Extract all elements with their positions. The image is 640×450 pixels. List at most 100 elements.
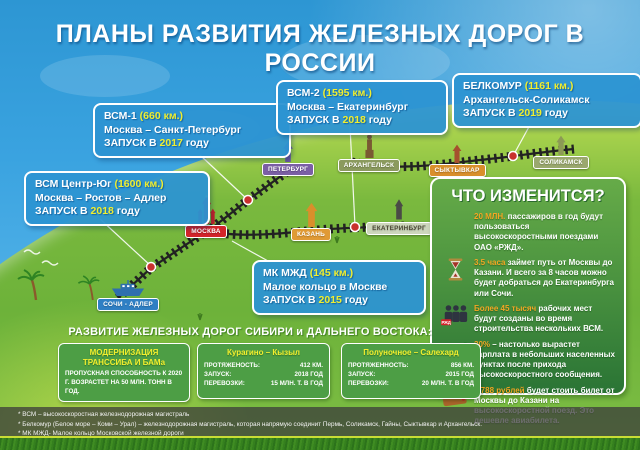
- callout-vsm-2: ВСМ-2 (1595 км.) Москва – Екатеринбург З…: [276, 80, 448, 135]
- launch-year: 2018: [90, 205, 114, 218]
- spec-row: ПРОТЯЖЕННОСТЬ: 856 КМ.: [348, 361, 474, 370]
- route-name: ВСМ-1: [104, 110, 137, 122]
- workers-icon-wrap: РЖД: [441, 304, 469, 326]
- siberia-box-title: Полуночное – Салехард: [363, 348, 459, 357]
- route-name: ВСМ Центр-Юг: [35, 178, 112, 190]
- spec-value: 2015 ГОД: [445, 371, 474, 379]
- footnote-belkomur: * Белкомур (Белое море – Коми – Урал) – …: [18, 420, 482, 428]
- tower-icon: [452, 144, 462, 163]
- route-endpoints: Москва – Екатеринбург: [287, 100, 409, 113]
- city-label-kazan: КАЗАНЬ: [291, 228, 331, 241]
- city-solikamsk: СОЛИКАМСК: [533, 135, 589, 169]
- hourglass-icon-wrap: [441, 258, 469, 281]
- route-name-line: МК МЖД (145 км.): [263, 267, 415, 281]
- page-title: ПЛАНЫ РАЗВИТИЯ ЖЕЛЕЗНЫХ ДОРОГ В РОССИИ: [55, 20, 585, 77]
- route-launch: ЗАПУСК В 2019 году: [463, 107, 631, 121]
- route-name: БЕЛКОМУР: [463, 80, 522, 92]
- cloud: [40, 55, 170, 97]
- route-launch: ЗАПУСК В 2015 году: [263, 294, 415, 308]
- launch-prefix: ЗАПУСК В: [287, 114, 340, 127]
- city-arkhangelsk: АРХАНГЕЛЬСК: [336, 132, 402, 172]
- spec-value: 20 МЛН. Т. В ГОД: [421, 380, 474, 388]
- siberia-box-polunochnoe-salekhard: Полуночное – Салехард ПРОТЯЖЕННОСТЬ: 856…: [341, 343, 481, 399]
- callout-vsm-center-south: ВСМ Центр-Юг (1600 км.) Москва – Ростов …: [24, 171, 210, 226]
- change-body: – настолько вырастет зарплата в небольши…: [474, 339, 615, 380]
- callout-vsm-1: ВСМ-1 (660 км.) Москва – Санкт-Петербург…: [93, 103, 291, 158]
- siberia-box-title: Курагино – Кызыл: [226, 348, 301, 357]
- city-label-moscow: МОСКВА: [185, 225, 227, 238]
- change-item-jobs: РЖД Более 45 тысяч рабочих мест будут со…: [441, 304, 615, 335]
- route-name: МК МЖД: [263, 267, 307, 279]
- launch-year: 2017: [159, 137, 183, 150]
- route-name-line: ВСМ-1 (660 км.): [104, 110, 280, 124]
- change-highlight: Более 45 тысяч: [474, 303, 537, 313]
- launch-suffix: году: [344, 294, 368, 307]
- route-name-line: ВСМ-2 (1595 км.): [287, 87, 437, 101]
- tower-icon: [394, 199, 404, 220]
- spec-row: ПЕРЕВОЗКИ: 15 МЛН. Т. В ГОД: [204, 379, 323, 388]
- route-distance: (145 км.): [309, 267, 354, 279]
- city-label-sochi: СОЧИ - АДЛЕР: [97, 298, 159, 311]
- route-launch: ЗАПУСК В 2018 году: [35, 205, 199, 219]
- city-ekaterinburg: ЕКАТЕРИНБУРГ: [362, 197, 436, 235]
- launch-prefix: ЗАПУСК В: [104, 137, 157, 150]
- city-label-solikamsk: СОЛИКАМСК: [533, 156, 589, 169]
- route-endpoints: Москва – Санкт-Петербург: [104, 123, 242, 136]
- spec-value: 15 МЛН. Т. В ГОД: [270, 380, 323, 388]
- launch-year: 2015: [318, 294, 342, 307]
- route-distance: (1161 км.): [524, 80, 574, 92]
- route-launch: ЗАПУСК В 2018 году: [287, 114, 437, 128]
- change-item-passengers: 20 МЛН. пассажиров в год будут пользоват…: [441, 212, 615, 253]
- route-name-line: ВСМ Центр-Юг (1600 км.): [35, 178, 199, 192]
- spec-label: ЗАПУСК:: [204, 371, 232, 379]
- spec-row: ЗАПУСК: 2018 ГОД: [204, 370, 323, 379]
- callout-mk-mzhd: МК МЖД (145 км.) Малое кольцо в Москве З…: [252, 260, 426, 315]
- spec-row: ПЕРЕВОЗКИ: 20 МЛН. Т. В ГОД: [348, 379, 474, 388]
- change-text: 30% – настолько вырастет зарплата в небо…: [474, 340, 615, 381]
- city-label-petersburg: ПЕТЕРБУРГ: [261, 163, 315, 176]
- footnote-vsm: * ВСМ – высокоскоростная железнодорожная…: [18, 411, 190, 418]
- ship-icon: [111, 280, 145, 297]
- workers-icon: РЖД: [441, 305, 468, 326]
- change-body: займет путь от Москвы до Казани. И всего…: [474, 257, 614, 298]
- city-label-syktyvkar: СЫКТЫВКАР: [428, 164, 486, 177]
- launch-prefix: ЗАПУСК В: [263, 294, 316, 307]
- launch-prefix: ЗАПУСК В: [463, 107, 516, 120]
- launch-prefix: ЗАПУСК В: [35, 205, 88, 218]
- city-label-arkhangelsk: АРХАНГЕЛЬСК: [337, 159, 401, 172]
- change-highlight: 3.5 часа: [474, 257, 506, 267]
- change-text: 20 МЛН. пассажиров в год будут пользоват…: [474, 212, 615, 253]
- city-syktyvkar: СЫКТЫВКАР: [428, 144, 486, 177]
- city-sochi-adler: СОЧИ - АДЛЕР: [95, 280, 161, 311]
- launch-suffix: году: [185, 137, 209, 150]
- launch-year: 2019: [518, 107, 542, 120]
- tower-icon: [305, 202, 317, 227]
- spec-value: 856 КМ.: [450, 361, 474, 369]
- city-kazan: КАЗАНЬ: [286, 202, 336, 241]
- grass-strip: [0, 436, 640, 450]
- siberia-box-transsib-bam: МОДЕРНИЗАЦИЯ ТРАНССИБА И БАМа ПРОПУСКНАЯ…: [58, 343, 190, 402]
- hourglass-icon: [448, 258, 462, 281]
- siberia-box-title: МОДЕРНИЗАЦИЯ ТРАНССИБА И БАМа: [82, 348, 166, 367]
- route-distance: (1600 км.): [114, 178, 164, 190]
- launch-suffix: году: [116, 205, 140, 218]
- route-launch: ЗАПУСК В 2017 году: [104, 137, 280, 151]
- change-item-travel-time: 3.5 часа займет путь от Москвы до Казани…: [441, 258, 615, 299]
- tower-icon: [556, 135, 566, 155]
- spec-row: ЗАПУСК: 2015 ГОД: [348, 370, 474, 379]
- route-distance: (1595 км.): [322, 87, 372, 99]
- change-highlight: 20 МЛН.: [474, 212, 506, 221]
- spec-value: 412 КМ.: [299, 361, 323, 369]
- siberia-box-kuragino-kyzyl: Курагино – Кызыл ПРОТЯЖЕНОСТЬ: 412 КМ. З…: [197, 343, 330, 399]
- route-distance: (660 км.): [139, 110, 184, 122]
- spec-label: ПРОТЯЖЕННОСТЬ:: [348, 361, 409, 369]
- siberia-box-body: ПРОПУСКНАЯ СПОСОБНОСТЬ К 2020 Г. ВОЗРАСТ…: [65, 370, 183, 395]
- route-endpoints: Архангельск-Соликамск: [463, 93, 590, 106]
- change-text: 3.5 часа займет путь от Москвы до Казани…: [474, 258, 615, 299]
- change-highlight: 30%: [474, 339, 491, 349]
- spec-label: ПЕРЕВОЗКИ:: [348, 380, 389, 388]
- panel-title: ЧТО ИЗМЕНИТСЯ?: [451, 187, 605, 205]
- launch-year: 2018: [342, 114, 366, 127]
- change-body: пассажиров в год будут пользоваться высо…: [474, 212, 604, 252]
